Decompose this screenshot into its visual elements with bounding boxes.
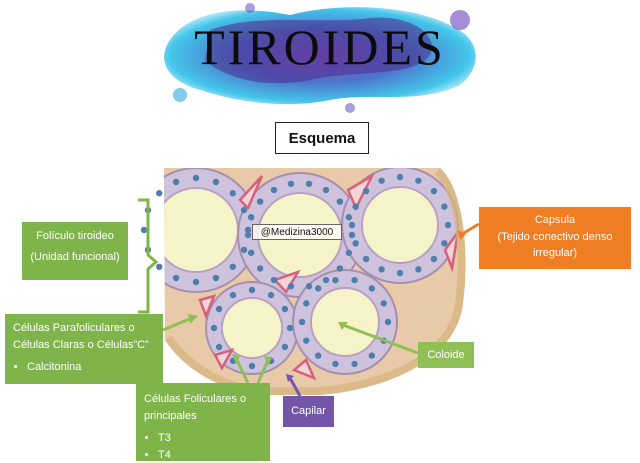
nucleus — [282, 306, 288, 312]
label-foliculo-line1: Folículo tiroideo — [28, 228, 122, 245]
nucleus — [303, 337, 309, 343]
nucleus — [352, 203, 358, 209]
nucleus — [271, 277, 277, 283]
label-foliculares-line2: principales — [144, 408, 262, 425]
nucleus — [248, 250, 254, 256]
list-item: T3 — [158, 430, 262, 447]
nucleus — [323, 277, 329, 283]
nucleus — [241, 247, 247, 253]
nucleus — [441, 203, 447, 209]
nucleus — [141, 227, 147, 233]
nucleus — [173, 179, 179, 185]
nucleus — [315, 352, 321, 358]
nucleus — [213, 275, 219, 281]
nucleus — [337, 198, 343, 204]
label-celulas-foliculares: Células Foliculares o principales T3 T4 — [136, 383, 270, 461]
nucleus — [173, 275, 179, 281]
label-foliculares-line1: Células Foliculares o — [144, 391, 262, 408]
bracket — [138, 200, 156, 312]
nucleus — [268, 292, 274, 298]
label-celulas-parafoliculares: Células Parafoliculares o Células Claras… — [5, 314, 163, 384]
nucleus — [299, 319, 305, 325]
nucleus — [241, 207, 247, 213]
nucleus — [216, 306, 222, 312]
nucleus — [156, 264, 162, 270]
nucleus — [303, 300, 309, 306]
nucleus — [363, 256, 369, 262]
nucleus — [306, 181, 312, 187]
label-capsula: Capsula (Tejido conectivo denso irregula… — [479, 207, 631, 269]
nucleus — [288, 181, 294, 187]
nucleus — [397, 270, 403, 276]
label-parafoliculares-line2: Células Claras o Células”C” — [13, 337, 155, 354]
nucleus — [257, 265, 263, 271]
label-coloide: Coloide — [418, 342, 474, 368]
label-parafoliculares-line1: Células Parafoliculares o — [13, 320, 155, 337]
nucleus — [385, 319, 391, 325]
nucleus — [397, 174, 403, 180]
nucleus — [349, 232, 355, 238]
nucleus — [332, 361, 338, 367]
nucleus — [248, 214, 254, 220]
nucleus — [431, 256, 437, 262]
nucleus — [415, 177, 421, 183]
nucleus — [213, 179, 219, 185]
watermark: @Medizina3000 — [252, 224, 342, 240]
nucleus — [230, 190, 236, 196]
nucleus — [431, 188, 437, 194]
label-capsula-line2: (Tejido conectivo denso — [485, 229, 625, 246]
nucleus — [351, 277, 357, 283]
nucleus — [257, 198, 263, 204]
nucleus — [332, 277, 338, 283]
nucleus — [230, 264, 236, 270]
nucleus — [381, 300, 387, 306]
nucleus — [378, 177, 384, 183]
label-foliculo-line2: (Unidad funcional) — [28, 249, 122, 266]
nucleus — [193, 279, 199, 285]
nucleus — [352, 240, 358, 246]
nucleus — [346, 214, 352, 220]
nucleus — [323, 187, 329, 193]
nucleus — [211, 325, 217, 331]
nucleus — [249, 287, 255, 293]
nucleus — [306, 283, 312, 289]
nucleus — [363, 188, 369, 194]
label-capilar: Capilar — [283, 396, 334, 427]
nucleus — [156, 190, 162, 196]
nucleus — [378, 266, 384, 272]
list-item: Calcitonina — [27, 359, 155, 376]
nucleus — [230, 292, 236, 298]
nucleus — [216, 344, 222, 350]
nucleus — [288, 283, 294, 289]
nucleus — [415, 266, 421, 272]
label-capsula-line1: Capsula — [485, 212, 625, 229]
nucleus — [249, 363, 255, 369]
nucleus — [369, 352, 375, 358]
nucleus — [315, 285, 321, 291]
nucleus — [346, 250, 352, 256]
nucleus — [445, 222, 451, 228]
nucleus — [282, 344, 288, 350]
nucleus — [441, 240, 447, 246]
nucleus — [337, 265, 343, 271]
nucleus — [193, 175, 199, 181]
nucleus — [287, 325, 293, 331]
label-foliculo-tiroideo: Folículo tiroideo (Unidad funcional) — [22, 222, 128, 280]
nucleus — [271, 187, 277, 193]
nucleus — [245, 232, 251, 238]
label-capsula-line3: irregular) — [485, 245, 625, 262]
nucleus — [351, 361, 357, 367]
nucleus — [349, 222, 355, 228]
nucleus — [369, 285, 375, 291]
